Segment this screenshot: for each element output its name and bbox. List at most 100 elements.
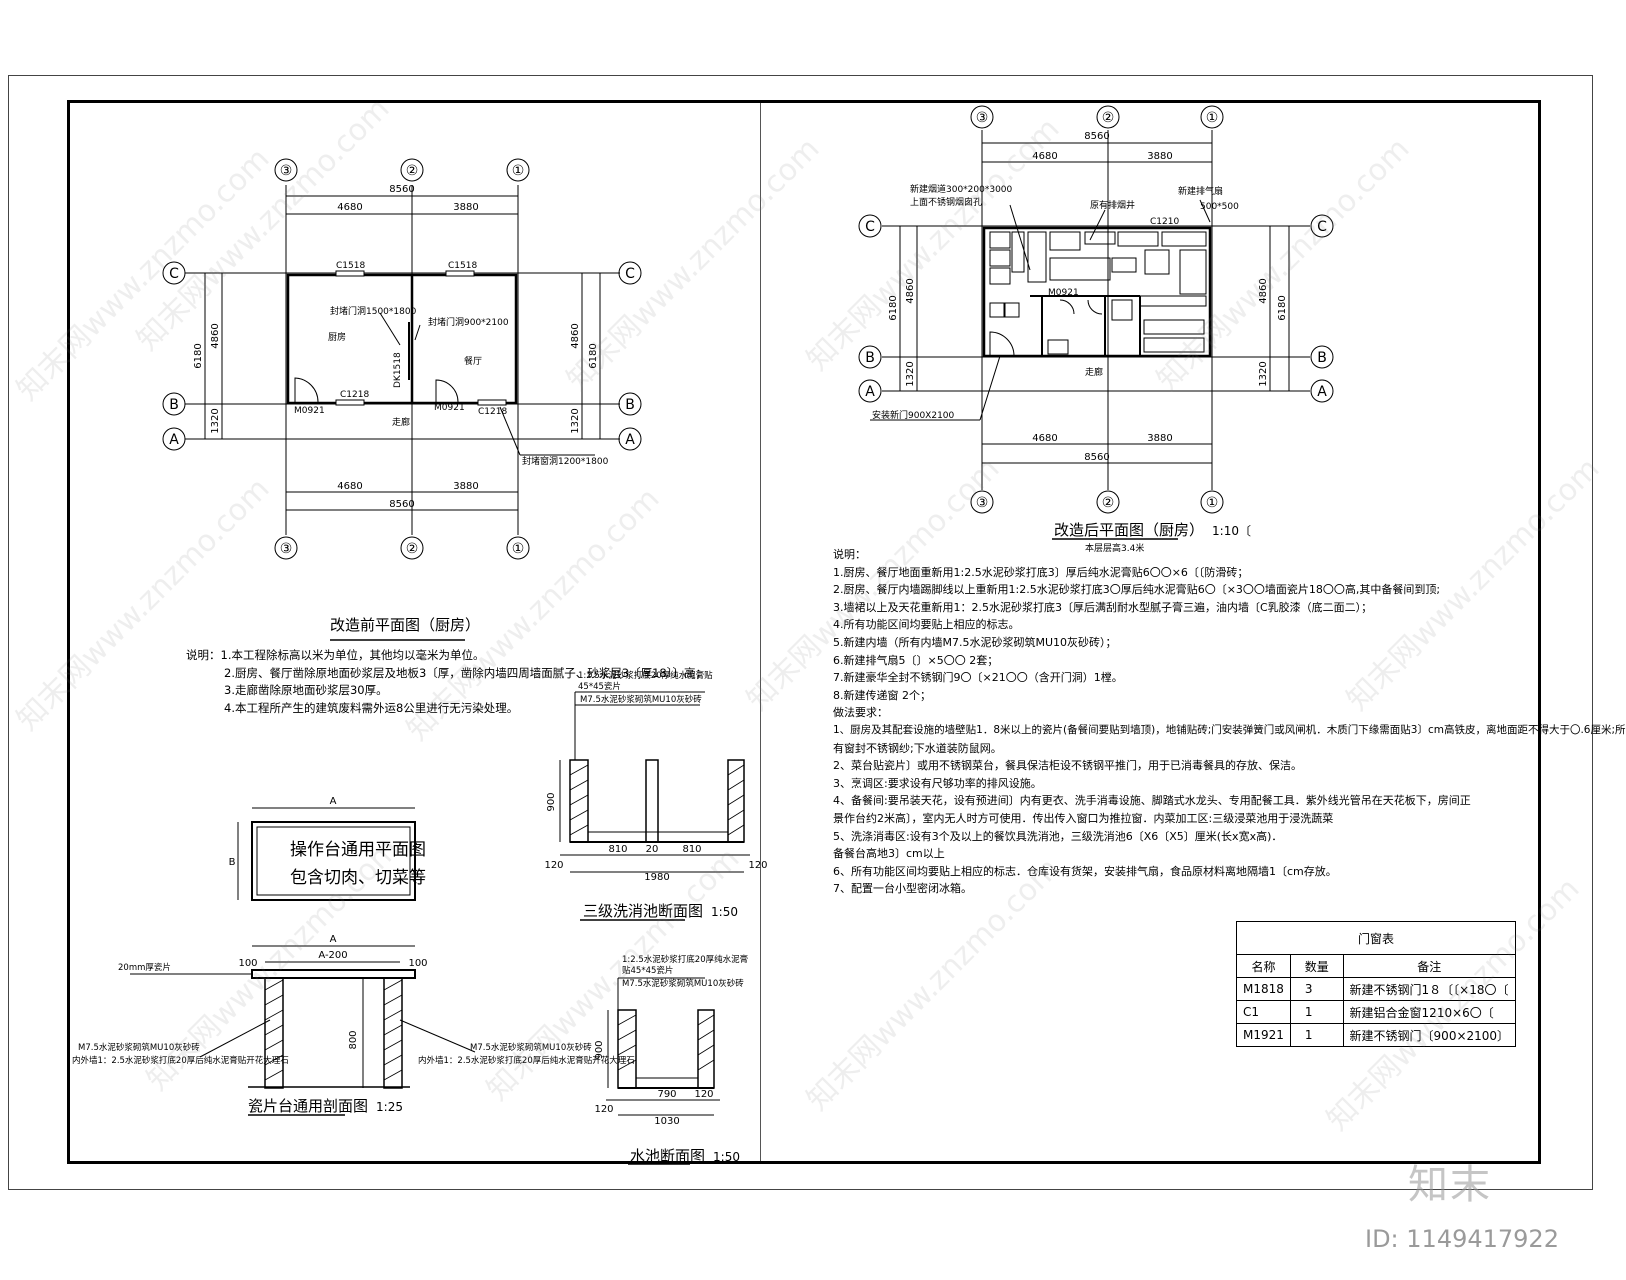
door-window-table: 门窗表 名称 数量 备注 M1818 3 新建不锈钢门1８〔〔×18〇〔 C1 …	[1235, 921, 1517, 1047]
right-note-line: 8.新建传递窗 2个；	[833, 688, 931, 702]
r-grid-label-c-left: C	[865, 219, 875, 235]
room-label-kitchen: 厨房	[328, 331, 346, 343]
room-label-corridor: 走廊	[392, 416, 410, 428]
grid-label-a-left: A	[169, 432, 179, 448]
dim-left-top: 4680	[337, 202, 362, 213]
r-grid-label-a-right: A	[1317, 384, 1327, 400]
right-plan-title: 改造后平面图（厨房）1:10〔	[1054, 521, 1251, 539]
r-grid-label-3-top: ③	[976, 110, 989, 126]
sink1-note-1: 1:2.5水泥砂浆打底20厚纯水泥膏	[622, 954, 748, 965]
sheet-outer-border	[8, 75, 1593, 1190]
right-note-line: 4、备餐间:要吊装天花，设有预进间〕内有更衣、洗手消毒设施、脚踏式水龙头、专用配…	[833, 794, 1471, 808]
grid-label-3-top: ③	[280, 163, 293, 179]
door-table-cell-name: M1921	[1236, 1023, 1291, 1047]
grid-label-a-right: A	[625, 432, 635, 448]
r-dim-total-top: 8560	[1084, 131, 1109, 142]
sink3-note-2: 45*45瓷片	[578, 681, 621, 692]
dim-h1-right: 4860	[570, 323, 581, 348]
left-note-line: 3.走廊凿除原地面砂浆层30厚。	[224, 683, 388, 697]
right-plan-subtitle: 本层层高3.4米	[1085, 544, 1145, 554]
left-note-line: 说明：1.本工程除标高以米为单位，其他均以毫米为单位。	[186, 648, 485, 662]
counter-inner-note-right: 内外墙1：2.5水泥砂浆打底20厚后纯水泥膏贴开花大理石	[418, 1055, 635, 1066]
right-note-line: 3、烹调区:要求设有尺够功率的排风设施。	[833, 776, 1042, 790]
grid-label-2-top: ②	[406, 163, 419, 179]
door-label-m0921-a: M0921	[294, 406, 325, 416]
r-dim-h2-left: 1320	[905, 361, 916, 386]
r-dim-left-bottom: 4680	[1032, 433, 1057, 444]
grid-label-1-top: ①	[512, 163, 525, 179]
right-note-line: 5、洗涤消毒区:设有3个及以上的餐饮具洗消池，三级洗消池6〔X6〔X5〕厘米(长…	[833, 829, 1283, 843]
dim-total-top: 8560	[389, 184, 414, 195]
sink1-dim-w: 790	[657, 1089, 676, 1100]
window-label-c1218-b: C1218	[478, 407, 507, 417]
grid-label-3-bottom: ③	[280, 541, 293, 557]
counter-plan-dim-b: B	[229, 857, 236, 868]
dim-total-bottom: 8560	[389, 499, 414, 510]
sink3-note-1: 1:2.5水泥砂浆打底20厚纯水泥膏贴	[578, 670, 713, 681]
right-note-line: 1.厨房、餐厅地面重新用1:2.5水泥砂浆打底3〕厚后纯水泥膏贴6〇〇×6〔〔防…	[833, 565, 1249, 579]
sink1-note-2: 贴45*45瓷片	[622, 965, 673, 976]
door-table-cell-qty: 3	[1289, 977, 1344, 1001]
left-note-line: 2.厨房、餐厅凿除原地面砂浆层及地板3〔厚，凿除内墙四周墙面腻子、砂浆层3〔厚1…	[224, 665, 707, 680]
window-label-c1518-b: C1518	[448, 261, 477, 271]
r-dim-total-bottom: 8560	[1084, 452, 1109, 463]
right-notes: 说明： 1.厨房、餐厅地面重新用1:2.5水泥砂浆打底3〕厚后纯水泥膏贴6〇〇×…	[833, 546, 1626, 898]
r-grid-label-2-bottom: ②	[1102, 495, 1115, 511]
sink3-dim-e1: 120	[544, 860, 563, 871]
right-note-line: 做法要求：	[833, 706, 888, 720]
r-window-label: C1210	[1150, 217, 1179, 227]
right-note-line: 5.新建内墙（所有内墙M7.5水泥砂浆砌筑MU10灰砂砖）；	[833, 635, 1117, 649]
sink3-dim-e2: 120	[748, 860, 767, 871]
door-table-cell-name: C1	[1236, 1000, 1291, 1024]
sheet-divider	[760, 103, 761, 1161]
r-dim-h2-right: 1320	[1258, 361, 1269, 386]
door-table-header: 备注	[1342, 954, 1517, 978]
door-table-row: C1 1 新建铝合金窗1210×6〇〔	[1236, 1000, 1517, 1024]
door-table-cell-note: 新建不锈钢门〔900×2100〕	[1342, 1023, 1517, 1047]
callout-seal-door-2: 封堵门洞900*2100	[428, 316, 509, 328]
right-note-line: 7.新建豪华全封不锈钢门9〇〔×21〇〇（含开门洞）1樘。	[833, 671, 1123, 685]
r-grid-label-1-bottom: ①	[1206, 495, 1219, 511]
right-note-line: 6.新建排气扇5〔〕×5〇〇 2套；	[833, 653, 999, 667]
image-id: ID: 1149417922	[1365, 1225, 1559, 1253]
sink1-dim-e2: 120	[694, 1089, 713, 1100]
counter-sec-dim-100-left: 100	[238, 958, 257, 969]
right-note-line: 7、配置一台小型密闭冰箱。	[833, 882, 972, 896]
r-grid-label-b-right: B	[1317, 350, 1327, 366]
dim-right-bottom: 3880	[453, 481, 478, 492]
door-table-title: 门窗表	[1235, 921, 1517, 955]
counter-sec-dim-800: 800	[348, 1030, 359, 1049]
sink3-dim-height: 900	[546, 792, 557, 811]
right-note-line: 2、菜台贴瓷片〕或用不锈钢菜台，餐具保洁柜设不锈钢平推门，用于已消毒餐具的存放、…	[833, 759, 1302, 773]
right-note-line: 2.厨房、餐厅内墙踢脚线以上重新用1:2.5水泥砂浆打底3〇厚后纯水泥膏贴6〇〔…	[833, 583, 1441, 597]
counter-sec-dim-a200: A-200	[318, 950, 347, 961]
r-dim-htotal-left: 6180	[888, 295, 899, 320]
door-table-cell-qty: 1	[1289, 1023, 1344, 1047]
room-label-dining: 餐厅	[464, 355, 482, 367]
sink3-dim-w1: 810	[608, 844, 627, 855]
sink3-note-3: M7.5水泥砂浆砌筑MU10灰砂砖	[580, 694, 702, 705]
left-plan-title: 改造前平面图（厨房）	[330, 616, 481, 634]
window-label-c1218-a: C1218	[340, 390, 369, 400]
r-dim-right-top: 3880	[1147, 151, 1172, 162]
door-table-header: 数量	[1289, 954, 1344, 978]
callout-seal-door-1: 封堵门洞1500*1800	[330, 305, 417, 317]
counter-mortar-note-right: M7.5水泥砂浆砌筑MU10灰砂砖	[470, 1042, 592, 1053]
door-table-header: 名称	[1236, 954, 1291, 978]
right-note-line: 4.所有功能区间均要贴上相应的标志。	[833, 618, 1020, 632]
r-callout-flue: 新建烟道300*200*3000	[910, 183, 1013, 195]
left-note-line: 4.本工程所产生的建筑废料需外运8公里进行无污染处理。	[224, 700, 519, 715]
right-note-line: 6、所有功能区间均要贴上相应的标志．仓库设有货架，安装排气扇，食品原材料离地隔墙…	[833, 864, 1337, 878]
grid-label-c-left: C	[169, 266, 179, 282]
r-grid-label-b-left: B	[865, 350, 875, 366]
r-dim-htotal-right: 6180	[1277, 295, 1288, 320]
r-callout-new-door: 安装新门900X2100	[872, 409, 955, 421]
door-table-cell-qty: 1	[1289, 1000, 1344, 1024]
right-note-line: 备餐台高地3〕cm以上	[833, 847, 945, 861]
grid-label-2-bottom: ②	[406, 541, 419, 557]
right-note-line: 3.墙裙以上及天花重新用1：2.5水泥砂浆打底3〔厚后满刮耐水型腻子膏三遍，油内…	[833, 600, 1373, 614]
r-room-corridor: 走廊	[1085, 366, 1103, 378]
